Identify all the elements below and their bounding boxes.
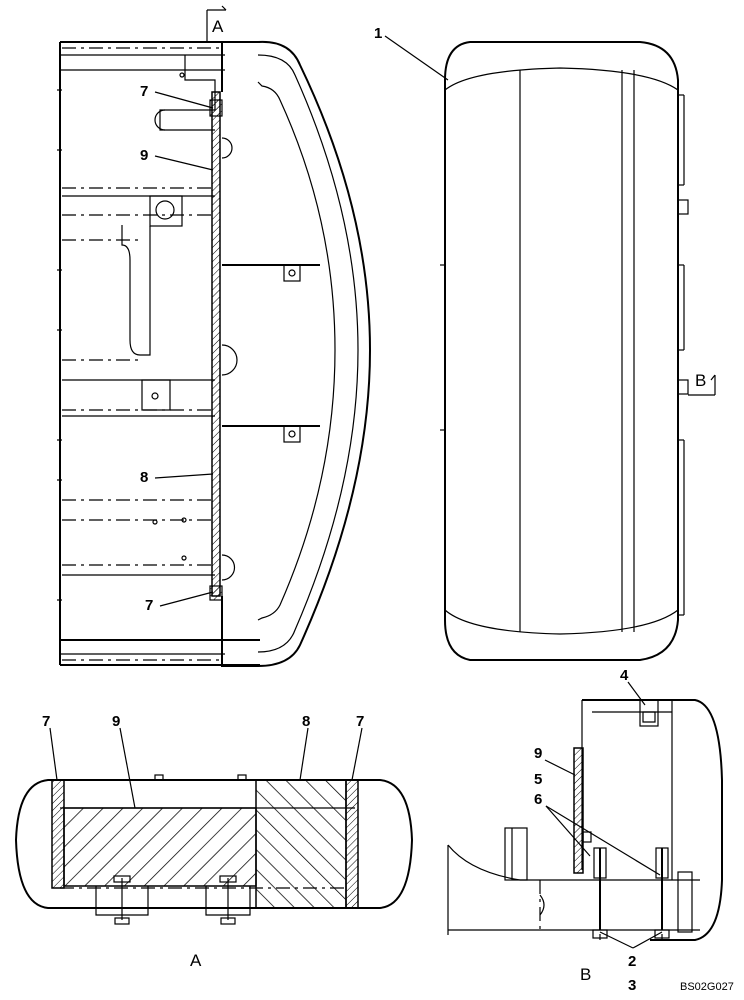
callout-7-section-a-left: 7 (42, 713, 50, 730)
section-b-view (447, 699, 723, 941)
callout-9-section-a: 9 (112, 713, 120, 730)
view-label-b: B (580, 965, 591, 984)
leader-lines (49, 35, 663, 949)
callout-5: 5 (534, 771, 542, 788)
side-view-frame (57, 5, 372, 667)
section-mark-a: A (212, 17, 224, 36)
callout-7-section-a-right: 7 (356, 713, 364, 730)
callout-8-section-a: 8 (302, 713, 310, 730)
drawing-code: BS02G027 (680, 981, 734, 993)
callout-4: 4 (620, 667, 629, 684)
callout-9-top: 9 (140, 147, 148, 164)
callout-8-side: 8 (140, 469, 148, 486)
callout-7-top: 7 (140, 83, 148, 100)
section-mark-b: B (695, 371, 706, 390)
callout-1: 1 (374, 25, 382, 42)
callout-2: 2 (628, 953, 636, 970)
callout-7-bottom: 7 (145, 597, 153, 614)
view-label-a: A (190, 951, 202, 970)
callout-6: 6 (534, 791, 542, 808)
callout-9-section-b: 9 (534, 745, 542, 762)
section-a-view (14, 774, 414, 925)
callout-3: 3 (628, 977, 636, 994)
rear-view-counterweight (440, 41, 716, 661)
